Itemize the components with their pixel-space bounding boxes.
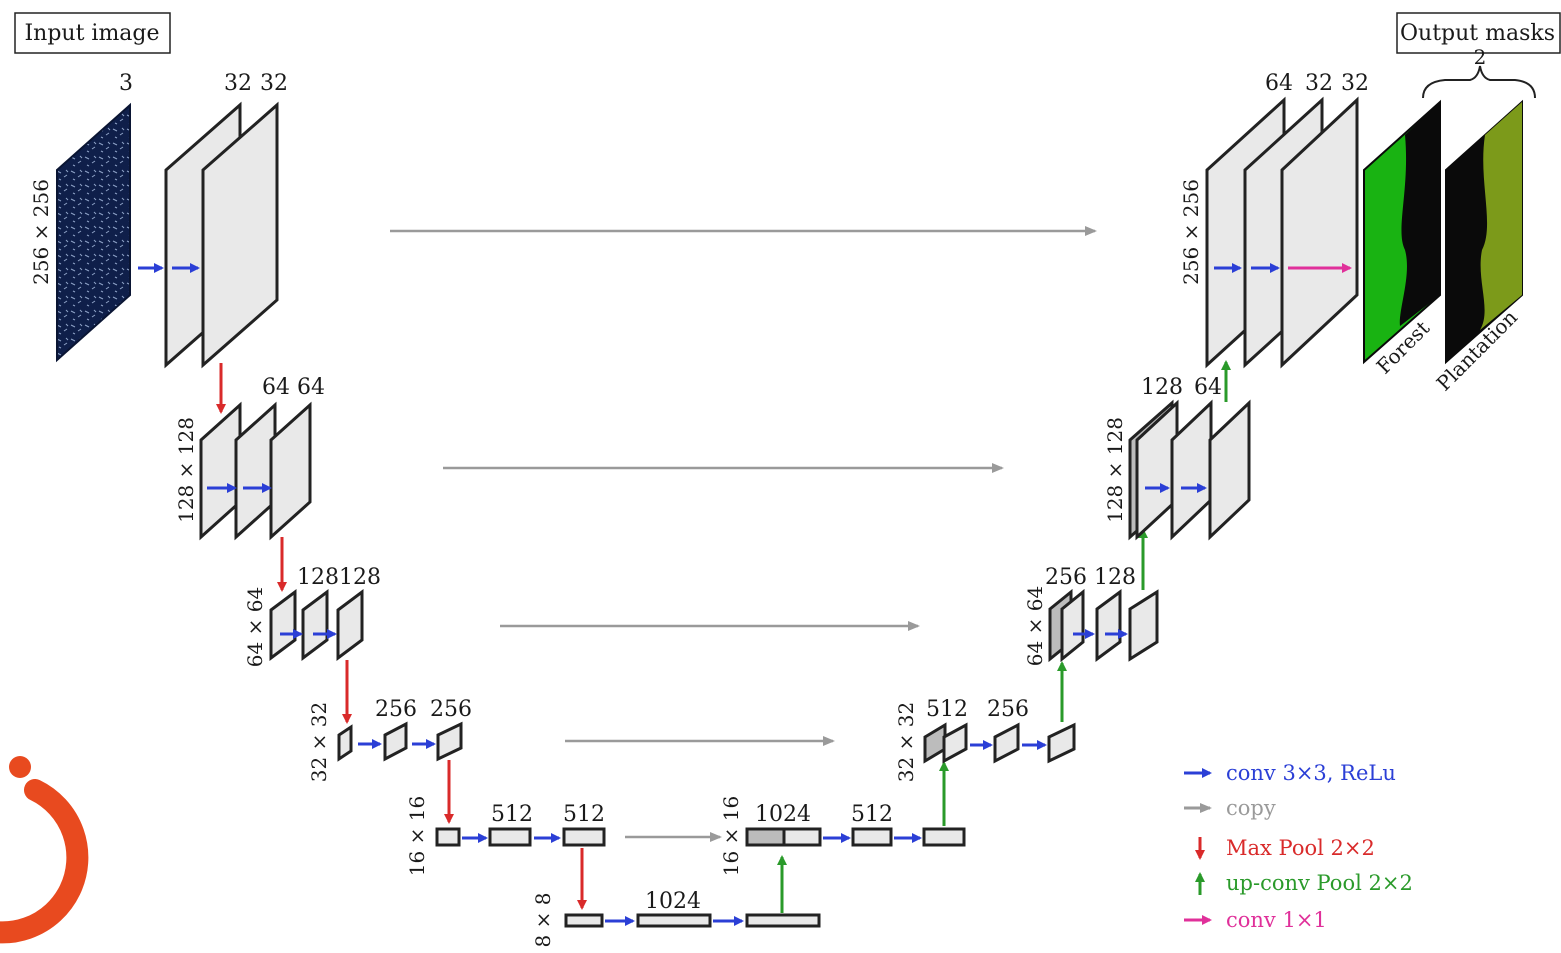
spatial-label-256: 256 × 256 — [29, 179, 53, 285]
spatial-label-8: 8 × 8 — [531, 893, 555, 948]
enc1-ch-a: 32 — [224, 71, 252, 96]
dec1-ch-c: 32 — [1341, 71, 1369, 96]
dec1-feature-maps — [1205, 96, 1359, 369]
dec5-ch-a: 1024 — [755, 802, 811, 827]
legend-label-copy: copy — [1226, 796, 1276, 820]
spatial-label-32-dec: 32 × 32 — [894, 702, 918, 782]
enc3-feature-maps — [269, 589, 364, 661]
spatial-label-64: 64 × 64 — [243, 587, 267, 667]
dec3-ch-b: 128 — [1094, 565, 1136, 590]
enc5-ch-b: 512 — [563, 802, 605, 827]
spatial-label-16: 16 × 16 — [405, 796, 429, 876]
logo-mark — [0, 756, 89, 944]
dec4-ch-b: 256 — [987, 697, 1029, 722]
dec5-feature-maps — [745, 827, 966, 847]
dec1-ch-b: 32 — [1305, 71, 1333, 96]
input-title: Input image — [24, 21, 159, 46]
enc1-ch-b: 32 — [260, 71, 288, 96]
enc5-ch-a: 512 — [491, 802, 533, 827]
enc1-feature-maps — [164, 101, 279, 369]
dec1-ch-a: 64 — [1265, 71, 1293, 96]
legend-label-maxpool: Max Pool 2×2 — [1226, 836, 1375, 860]
legend-label-conv: conv 3×3, ReLu — [1226, 761, 1396, 785]
enc3-ch-a: 128 — [297, 565, 339, 590]
enc5-feature-maps — [435, 827, 606, 847]
output-title: Output masks — [1400, 21, 1555, 46]
dec3-ch-a: 256 — [1045, 565, 1087, 590]
dec5-ch-b: 512 — [851, 802, 893, 827]
input-title-box: Input image — [14, 12, 171, 54]
enc4-ch-a: 256 — [375, 697, 417, 722]
legend-item-copy: copy — [1184, 796, 1276, 820]
output-title-box: Output masks — [1396, 12, 1561, 54]
legend-label-upconv: up-conv Pool 2×2 — [1226, 871, 1413, 895]
legend-item-conv: conv 3×3, ReLu — [1184, 761, 1396, 785]
input-image — [56, 102, 131, 363]
spatial-label-16-dec: 16 × 16 — [719, 796, 743, 876]
dec4-ch-a: 512 — [926, 697, 968, 722]
enc2-ch-b: 64 — [297, 375, 325, 400]
spatial-label-256-dec: 256 × 256 — [1179, 179, 1203, 285]
output-brace-label: 2 — [1474, 45, 1487, 69]
enc4-feature-maps — [337, 721, 463, 762]
spatial-label-32: 32 × 32 — [307, 702, 331, 782]
legend: conv 3×3, ReLu copy Max Pool 2×2 up-conv… — [1184, 761, 1413, 932]
enc3-ch-b: 128 — [339, 565, 381, 590]
output-brace — [1422, 65, 1536, 99]
forest-mask — [1363, 99, 1441, 365]
dec2-ch-b: 64 — [1194, 375, 1222, 400]
bottleneck-feature-maps — [564, 913, 821, 928]
bottleneck-ch: 1024 — [645, 889, 701, 914]
plantation-mask — [1445, 99, 1523, 365]
input-channels-label: 3 — [119, 71, 133, 96]
legend-item-maxpool: Max Pool 2×2 — [1195, 836, 1375, 860]
enc2-ch-a: 64 — [262, 375, 290, 400]
legend-label-conv1x1: conv 1×1 — [1226, 908, 1327, 932]
spatial-label-128: 128 × 128 — [174, 417, 198, 523]
dec2-ch-a: 128 — [1141, 375, 1183, 400]
dec4-feature-maps — [923, 722, 1076, 764]
spatial-label-128-dec: 128 × 128 — [1103, 417, 1127, 523]
spatial-label-64-dec: 64 × 64 — [1023, 586, 1047, 666]
dec3-feature-maps — [1048, 588, 1159, 663]
legend-item-upconv: up-conv Pool 2×2 — [1195, 871, 1413, 895]
dec2-feature-maps — [1128, 399, 1251, 541]
enc2-feature-maps — [199, 401, 312, 541]
enc4-ch-b: 256 — [430, 697, 472, 722]
legend-item-conv1x1: conv 1×1 — [1184, 908, 1327, 932]
